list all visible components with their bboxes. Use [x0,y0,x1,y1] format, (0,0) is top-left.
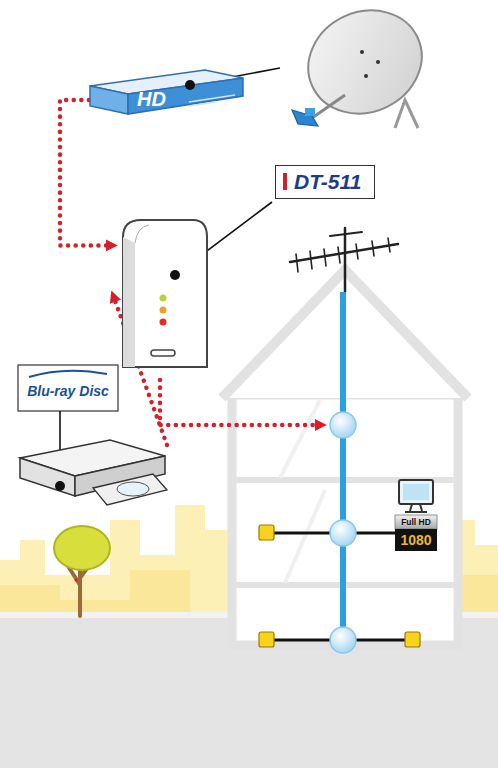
splitters [330,412,356,438]
antenna [290,228,398,292]
satellite-dish [312,95,345,118]
branch-cables [268,533,412,640]
antenna [296,238,390,272]
satellite-dish [291,0,438,132]
label-holder: Full HD [395,515,437,529]
tv-icon [403,484,429,500]
shape-part [189,95,235,106]
label-holder: 1080 [395,529,437,551]
skyline [460,575,498,615]
badge-number: 1080 [400,533,431,547]
signal-connector [60,100,113,245]
fullhd-badge [395,515,437,529]
shape-part [123,220,207,367]
bluray-player: Blu-ray Disc [15,362,167,528]
fullhd-badge [395,515,437,551]
house-outline [222,270,468,645]
text-holder: Blu-ray Disc [18,382,118,400]
badge-label: Full HD [401,518,431,527]
shape-part [185,80,195,90]
shape-part [135,225,149,243]
splitters [330,627,356,653]
satellite-dish [291,0,438,132]
shape-part [55,481,65,491]
tv-icon [399,480,433,512]
bluray-logo-text: Blu-ray Disc [27,384,109,399]
callout-accent-bar [283,173,287,190]
antenna [344,228,347,292]
tree [54,526,110,616]
skyline [0,505,230,615]
tv-icon [399,480,433,504]
antenna [330,232,362,236]
shape-part [160,307,167,314]
logo-swoosh [29,371,107,377]
receiver-label: HD [137,88,166,110]
shape-part [117,482,149,496]
wall-sockets [259,632,274,647]
satellite-dish [376,60,380,64]
shape-part [151,350,175,356]
riser-cable [340,292,346,640]
text-holder: HD [137,88,166,110]
satellite-dish [305,108,315,116]
dt511-device-drawing [115,215,210,375]
satellite-dish [360,50,364,54]
wall-sockets [405,632,420,647]
wall-sockets [259,525,274,540]
antenna [290,244,398,262]
dt511-device: DT-511 [115,215,210,375]
shape-part [90,86,128,114]
shape-part [128,78,243,114]
signal-to-riser [160,380,322,425]
tv-icon [405,504,427,512]
house-outline [280,400,325,583]
fullhd-badge [395,529,437,551]
shape-part [123,237,135,367]
model-callout: DT-511 [294,170,361,193]
hd-receiver: HD [85,68,245,118]
shape-part [170,270,180,280]
logo-box [18,365,118,411]
tree [54,526,110,570]
satellite-dish [364,74,368,78]
shape-part [160,295,167,302]
skyline [0,570,190,615]
splitters [330,412,356,653]
satellite-dish [395,100,418,128]
shape-part [93,474,167,505]
splitters [330,520,356,546]
callout-box: DT-511 [275,165,375,199]
shape-part [160,319,167,326]
tree [75,579,78,582]
shape-part [20,458,75,496]
